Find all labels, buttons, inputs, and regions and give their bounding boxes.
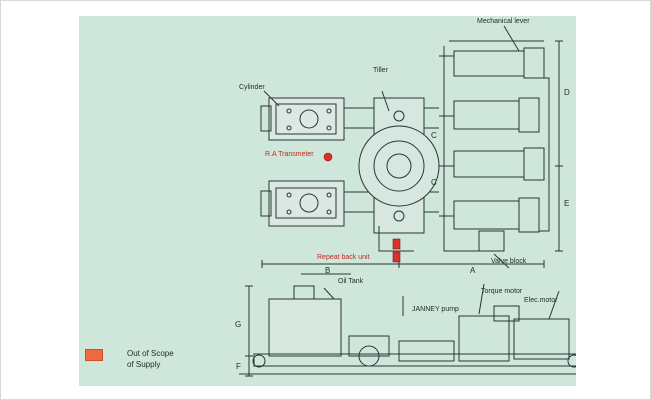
label-ra-transmeter: R.A Transmeter xyxy=(265,151,314,158)
dimension-c-lower: C xyxy=(431,178,437,187)
label-valve-block: Valve block xyxy=(491,258,527,265)
label-mechanical-lever: Mechanical lever xyxy=(477,18,530,25)
label-tiller: Tiller xyxy=(373,67,388,74)
dimension-e: E xyxy=(564,199,570,208)
dimension-b: B xyxy=(325,266,331,275)
label-elec-motor: Elec.motor xyxy=(524,297,558,304)
cylinder-block-upper xyxy=(260,97,345,141)
legend-text: Out of Scope of Supply xyxy=(127,348,174,370)
legend-swatch xyxy=(85,349,103,361)
side-view xyxy=(239,285,576,377)
label-janney-pump: JANNEY pump xyxy=(412,306,459,313)
tiller xyxy=(358,97,440,234)
label-cylinder: Cylinder xyxy=(239,84,265,91)
legend-line-2: of Supply xyxy=(127,360,161,369)
dimension-g: G xyxy=(235,320,242,329)
label-repeat-back-unit: Repeat back unit xyxy=(317,254,370,261)
dimension-c-upper: C xyxy=(431,131,437,140)
dimension-f: F xyxy=(236,362,241,371)
label-torque-motor: Torque motor xyxy=(481,288,523,295)
cylinder-block-lower xyxy=(260,180,345,227)
drawing-sheet xyxy=(79,16,576,386)
legend-line-1: Out of Scope xyxy=(127,349,174,358)
dimension-d: D xyxy=(564,88,570,97)
label-oil-tank: Oil Tank xyxy=(338,278,364,285)
steering-gear-drawing xyxy=(239,25,576,377)
dimension-a: A xyxy=(470,266,476,275)
pump-units xyxy=(453,47,545,252)
out-of-scope-parts xyxy=(323,152,401,263)
